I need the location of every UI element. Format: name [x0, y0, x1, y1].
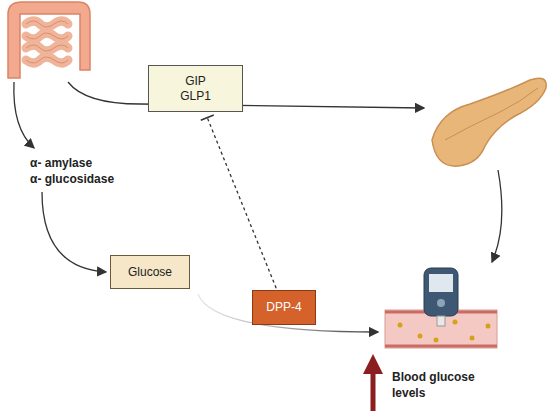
flow-arrow	[14, 82, 34, 148]
node-text: Glucose	[128, 265, 172, 280]
enzyme-label: α- glucosidase	[30, 171, 140, 187]
outcome-label: Blood glucose levels	[392, 369, 484, 401]
increase-arrow	[371, 364, 376, 411]
enzyme-label: α- amylase	[30, 155, 140, 171]
inhibition-connector	[201, 115, 276, 288]
pancreas-illustration	[432, 78, 546, 166]
flow-arrow	[68, 82, 424, 108]
process-box: Glucose	[110, 255, 190, 289]
glucometer-illustration	[385, 268, 497, 348]
enzyme-box: DPP-4	[252, 290, 316, 325]
hormone-box: GIP GLP1	[148, 65, 243, 112]
intestine-illustration	[8, 2, 90, 78]
node-text: GIP GLP1	[176, 74, 216, 104]
flow-arrow	[492, 170, 502, 262]
flow-arrow	[42, 192, 106, 272]
node-text: DPP-4	[266, 300, 301, 315]
